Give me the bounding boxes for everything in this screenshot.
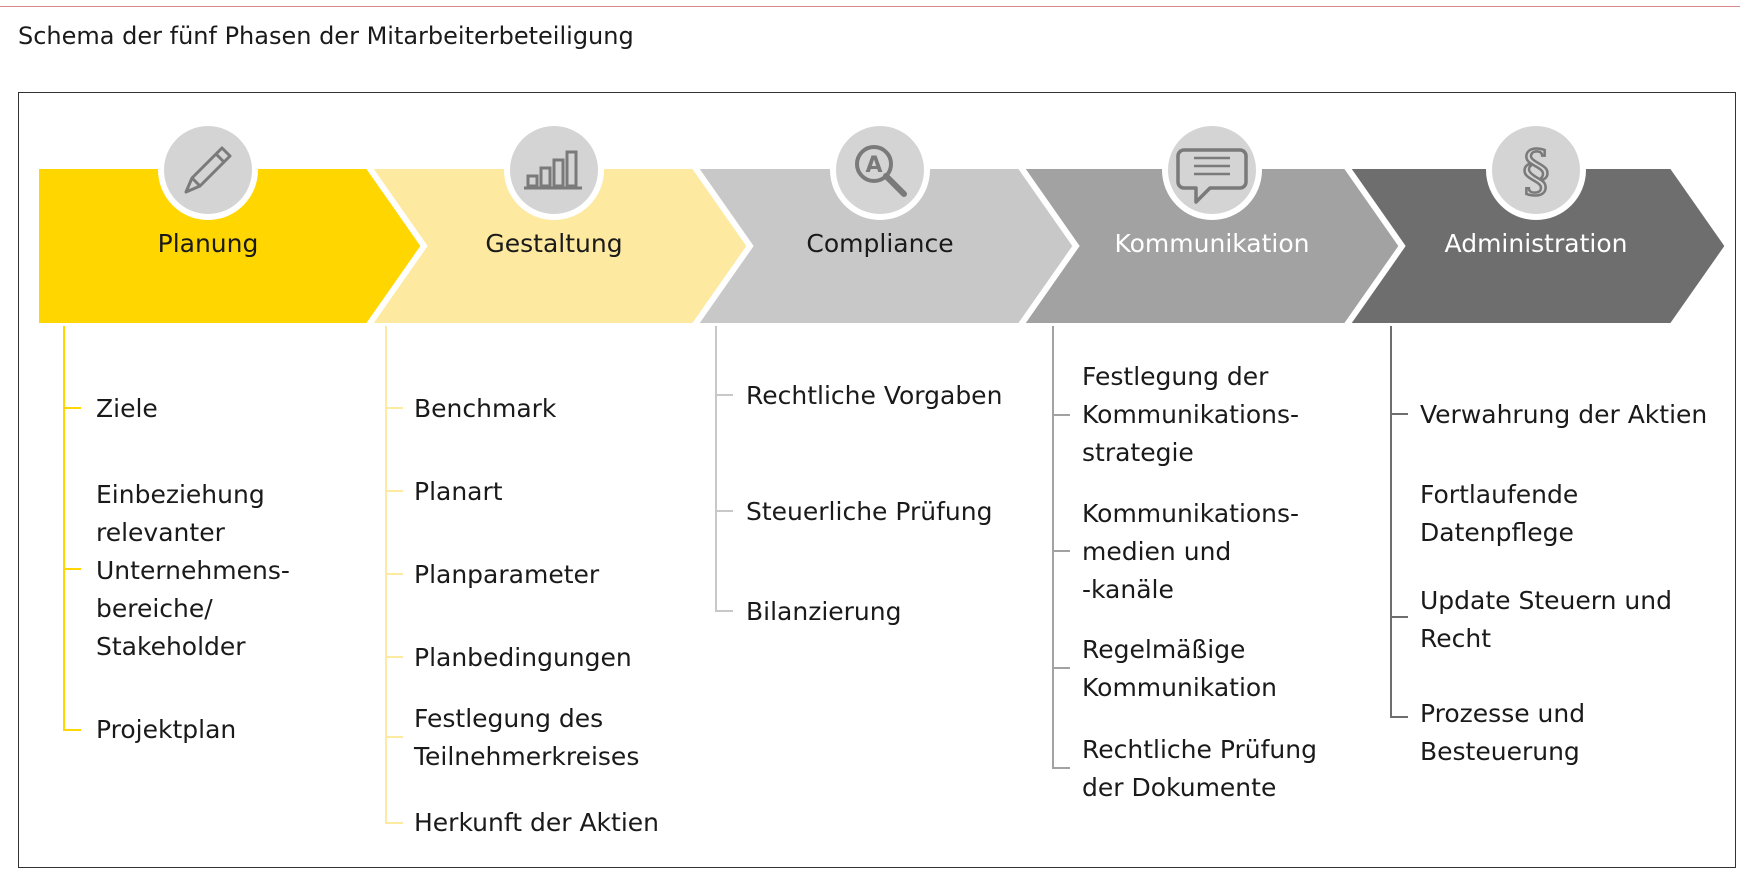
connector-tick: [1390, 413, 1408, 415]
phase-item-line: Unternehmens-: [96, 556, 290, 585]
connector-tick: [715, 394, 733, 396]
phase-item-line: Fortlaufende: [1420, 480, 1579, 509]
phase-item-line: Steuerliche Prüfung: [746, 497, 993, 526]
svg-text:A: A: [865, 153, 882, 178]
connector-tick: [1052, 767, 1070, 769]
phase-item-line: Rechtliche Vorgaben: [746, 381, 1003, 410]
phase-connector-line: [385, 326, 387, 824]
connector-tick: [1390, 716, 1408, 718]
phase-item-line: Projektplan: [96, 715, 237, 744]
phase-item-line: bereiche/: [96, 594, 213, 623]
phase-label-3: Compliance: [806, 229, 954, 258]
phase-item: Planbedingungen: [414, 639, 632, 677]
connector-tick: [715, 610, 733, 612]
connector-tick: [385, 490, 403, 492]
connector-tick: [1052, 667, 1070, 669]
phase-item-line: Verwahrung der Aktien: [1420, 400, 1708, 429]
phase-item-line: Regelmäßige: [1082, 635, 1246, 664]
phase-item-line: Recht: [1420, 624, 1492, 653]
magnifier-icon: A: [830, 120, 930, 220]
speech-bubble-icon: [1162, 120, 1262, 220]
phase-item-line: Einbeziehung: [96, 480, 265, 509]
phase-item-line: relevanter: [96, 518, 225, 547]
phase-item: Kommunikations-medien und -kanäle: [1082, 495, 1299, 609]
paragraph-icon: §: [1486, 120, 1586, 220]
connector-tick: [715, 510, 733, 512]
phase-label-4: Kommunikation: [1114, 229, 1310, 258]
phase-item-line: Benchmark: [414, 394, 557, 423]
connector-tick: [1052, 414, 1070, 416]
phase-item-line: Kommunikation: [1082, 673, 1278, 702]
phase-item: Planart: [414, 473, 503, 511]
phase-item: Steuerliche Prüfung: [746, 493, 992, 531]
pencil-icon: [158, 120, 258, 220]
diagram-frame: [18, 92, 1736, 868]
phase-item: Projektplan: [96, 711, 236, 749]
phase-item: Planparameter: [414, 556, 599, 594]
connector-tick: [385, 407, 403, 409]
phase-item-line: Besteuerung: [1420, 737, 1580, 766]
phase-item: Herkunft der Aktien: [414, 804, 659, 842]
phase-label-2: Gestaltung: [485, 229, 623, 258]
connector-tick: [385, 822, 403, 824]
phase-item-line: Festlegung des: [414, 704, 604, 733]
phase-item: Benchmark: [414, 390, 556, 428]
phase-item: Ziele: [96, 390, 158, 428]
connector-tick: [1390, 616, 1408, 618]
phase-item-line: Herkunft der Aktien: [414, 808, 659, 837]
phase-item-line: Kommunikations-: [1082, 400, 1300, 429]
phase-item: Verwahrung der Aktien: [1420, 396, 1707, 434]
page-title: Schema der fünf Phasen der Mitarbeiterbe…: [18, 22, 634, 50]
phase-label-1: Planung: [157, 229, 259, 258]
phase-item-line: Festlegung der: [1082, 362, 1269, 391]
phase-connector-line: [1052, 326, 1054, 769]
svg-text:§: §: [1522, 139, 1550, 204]
phase-connector-line: [63, 326, 65, 731]
phase-item-line: Prozesse und: [1420, 699, 1586, 728]
phase-item-line: -kanäle: [1082, 575, 1174, 604]
phase-item: Bilanzierung: [746, 593, 902, 631]
phase-item-line: Planart: [414, 477, 503, 506]
phase-item-line: strategie: [1082, 438, 1194, 467]
phase-item-line: Stakeholder: [96, 632, 246, 661]
phase-item-line: Bilanzierung: [746, 597, 902, 626]
bar-chart-icon: [504, 120, 604, 220]
phase-item: Rechtliche Vorgaben: [746, 377, 1002, 415]
phase-connector-line: [715, 326, 717, 612]
phase-item-line: Planparameter: [414, 560, 600, 589]
connector-tick: [385, 656, 403, 658]
phase-item: Rechtliche Prüfung der Dokumente: [1082, 731, 1317, 807]
phase-item-line: der Dokumente: [1082, 773, 1277, 802]
phase-item-line: Ziele: [96, 394, 158, 423]
connector-tick: [385, 736, 403, 738]
phase-connector-line: [1390, 326, 1392, 718]
connector-tick: [63, 407, 81, 409]
phase-chevron-1: [33, 163, 428, 329]
connector-tick: [385, 573, 403, 575]
phase-label-5: Administration: [1444, 229, 1628, 258]
phase-item-line: Teilnehmerkreises: [414, 742, 640, 771]
phase-item-line: Update Steuern und: [1420, 586, 1672, 615]
phase-item-line: Rechtliche Prüfung: [1082, 735, 1317, 764]
phase-item-line: Kommunikations-: [1082, 499, 1300, 528]
phase-item-line: Planbedingungen: [414, 643, 632, 672]
phase-item-line: Datenpflege: [1420, 518, 1574, 547]
phase-item-line: medien und: [1082, 537, 1232, 566]
connector-tick: [1052, 550, 1070, 552]
connector-tick: [63, 568, 81, 570]
connector-tick: [63, 729, 81, 731]
top-rule: [0, 6, 1740, 7]
